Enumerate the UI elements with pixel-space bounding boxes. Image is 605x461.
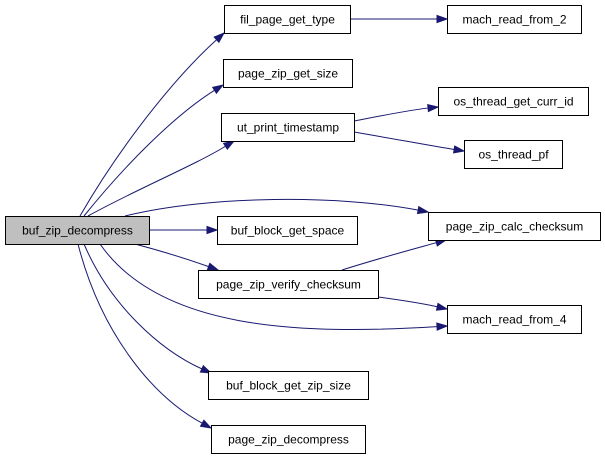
node-box xyxy=(198,270,379,299)
node-label: ut_print_timestamp xyxy=(237,121,339,135)
node-box xyxy=(428,212,601,241)
node-page-zip-decompress[interactable]: page_zip_decompress xyxy=(211,425,366,454)
edge-line xyxy=(79,39,217,217)
edge-line xyxy=(341,242,437,271)
node-label: buf_block_get_space xyxy=(231,224,345,238)
node-os-thread-pf[interactable]: os_thread_pf xyxy=(464,140,563,169)
edge-arrowhead xyxy=(199,419,213,429)
edge-line xyxy=(77,243,203,424)
node-box xyxy=(223,59,353,88)
edge-arrowhead xyxy=(213,31,226,44)
edge-arrowhead xyxy=(436,322,449,331)
edge-buf-zip-decompress-to-buf-block-get-space xyxy=(149,225,219,235)
node-box xyxy=(464,140,563,169)
node-page-zip-get-size[interactable]: page_zip_get_size xyxy=(223,59,353,88)
node-label: buf_zip_decompress xyxy=(22,224,133,238)
edge-line xyxy=(87,145,226,217)
edge-arrowhead xyxy=(222,140,236,151)
node-label: mach_read_from_4 xyxy=(462,313,566,327)
edge-buf-zip-decompress-to-mach-read-from-4 xyxy=(99,243,449,331)
node-box xyxy=(211,425,366,454)
edge-line xyxy=(353,131,455,150)
edge-arrowhead xyxy=(436,14,449,24)
node-label: page_zip_calc_checksum xyxy=(446,220,583,234)
node-label: os_thread_get_curr_id xyxy=(453,95,573,109)
node-label: page_zip_verify_checksum xyxy=(216,278,361,292)
edge-arrowhead xyxy=(427,103,440,113)
node-fil-page-get-type[interactable]: fil_page_get_type xyxy=(224,5,351,34)
node-box xyxy=(221,113,355,142)
node-page-zip-calc-checksum[interactable]: page_zip_calc_checksum xyxy=(428,212,601,241)
edge-ut-print-timestamp-to-os-thread-pf xyxy=(353,131,466,154)
edge-page-zip-verify-checksum-to-mach-read-from-4 xyxy=(377,296,449,311)
nodes-layer: buf_zip_decompress fil_page_get_type mach_… xyxy=(5,5,601,454)
edge-line xyxy=(83,89,215,217)
edge-line xyxy=(377,296,438,308)
edge-buf-zip-decompress-to-page-zip-verify-checksum xyxy=(134,243,220,271)
node-buf-block-get-space[interactable]: buf_block_get_space xyxy=(217,216,358,245)
node-mach-read-from-4[interactable]: mach_read_from_4 xyxy=(447,305,582,334)
node-label: mach_read_from_2 xyxy=(462,13,566,27)
edge-line xyxy=(99,243,438,330)
edge-buf-zip-decompress-to-fil-page-get-type xyxy=(79,31,226,217)
node-box xyxy=(224,5,351,34)
node-label: os_thread_pf xyxy=(478,148,549,162)
edge-buf-zip-decompress-to-page-zip-decompress xyxy=(77,243,213,429)
node-box xyxy=(438,87,589,116)
node-box xyxy=(208,371,369,400)
node-ut-print-timestamp[interactable]: ut_print_timestamp xyxy=(221,113,355,142)
node-page-zip-verify-checksum[interactable]: page_zip_verify_checksum xyxy=(198,270,379,299)
node-os-thread-get-curr-id[interactable]: os_thread_get_curr_id xyxy=(438,87,589,116)
edge-fil-page-get-type-to-mach-read-from-2 xyxy=(350,14,449,24)
edge-line xyxy=(124,198,419,217)
node-box xyxy=(5,216,150,245)
node-box xyxy=(217,216,358,245)
edge-buf-zip-decompress-to-page-zip-calc-checksum xyxy=(124,198,430,217)
edge-arrowhead xyxy=(435,302,449,311)
node-label: page_zip_decompress xyxy=(228,433,349,447)
edge-line xyxy=(353,107,429,122)
edge-line xyxy=(83,243,203,370)
edge-line xyxy=(134,243,209,268)
edge-arrowhead xyxy=(206,225,219,235)
edge-buf-zip-decompress-to-page-zip-get-size xyxy=(83,84,225,217)
node-box xyxy=(447,305,582,334)
edge-ut-print-timestamp-to-os-thread-get-curr-id xyxy=(353,103,440,122)
node-mach-read-from-2[interactable]: mach_read_from_2 xyxy=(447,5,582,34)
node-buf-block-get-zip-size[interactable]: buf_block_get_zip_size xyxy=(208,371,369,400)
edge-buf-zip-decompress-to-ut-print-timestamp xyxy=(87,140,236,217)
node-label: fil_page_get_type xyxy=(240,13,335,27)
node-box xyxy=(447,5,582,34)
edge-arrowhead xyxy=(452,145,466,154)
node-buf-zip-decompress[interactable]: buf_zip_decompress xyxy=(5,216,150,245)
edges-layer xyxy=(77,14,466,429)
node-label: page_zip_get_size xyxy=(238,67,338,81)
edge-arrowhead xyxy=(416,205,430,215)
edge-arrowhead xyxy=(211,84,225,95)
edge-arrowhead xyxy=(206,262,220,271)
node-label: buf_block_get_zip_size xyxy=(226,379,351,393)
